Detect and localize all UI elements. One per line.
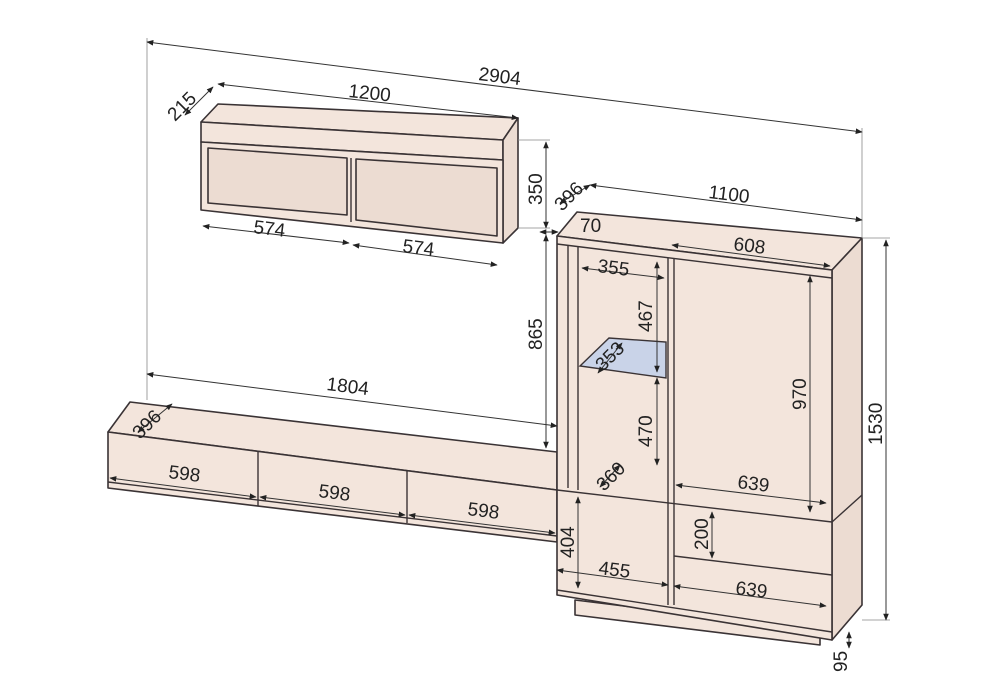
label-compartment-left: 574 [252, 217, 286, 242]
label-door-width: 608 [732, 234, 766, 259]
label-tv-drawer-2: 598 [317, 481, 351, 506]
label-wall-shelf-width: 1200 [347, 81, 391, 106]
label-compartment-right: 574 [401, 236, 435, 261]
label-total-height: 1530 [866, 403, 887, 445]
dimension-labels: 2904 1200 215 350 574 574 396 1100 70 60… [129, 64, 887, 672]
label-wall-shelf-depth: 215 [164, 88, 201, 125]
dimension-lines [109, 40, 889, 649]
label-tv-width: 1804 [325, 374, 370, 400]
label-cabinet-depth: 396 [551, 178, 588, 215]
label-wall-shelf-height: 350 [526, 173, 547, 205]
label-top-offset: 70 [580, 216, 601, 237]
label-shelf-gap: 865 [526, 318, 547, 350]
label-tv-drawer-1: 598 [167, 462, 201, 487]
label-open-upper-height: 467 [636, 300, 657, 332]
label-open-lower-height: 470 [636, 415, 657, 447]
label-cabinet-width: 1100 [707, 182, 750, 208]
label-plinth-height: 95 [831, 651, 852, 672]
label-door-height: 970 [790, 378, 811, 410]
wall-shelf [200, 103, 519, 244]
label-lower-door-width: 455 [597, 558, 631, 583]
label-lower-door-height: 404 [558, 526, 579, 558]
label-open-width: 355 [596, 256, 630, 281]
label-drawer-width: 639 [734, 578, 768, 603]
label-total-width: 2904 [477, 64, 522, 90]
label-tv-drawer-3: 598 [466, 499, 500, 524]
label-door-inner-width: 639 [736, 472, 770, 497]
label-drawer-height: 200 [692, 518, 713, 550]
